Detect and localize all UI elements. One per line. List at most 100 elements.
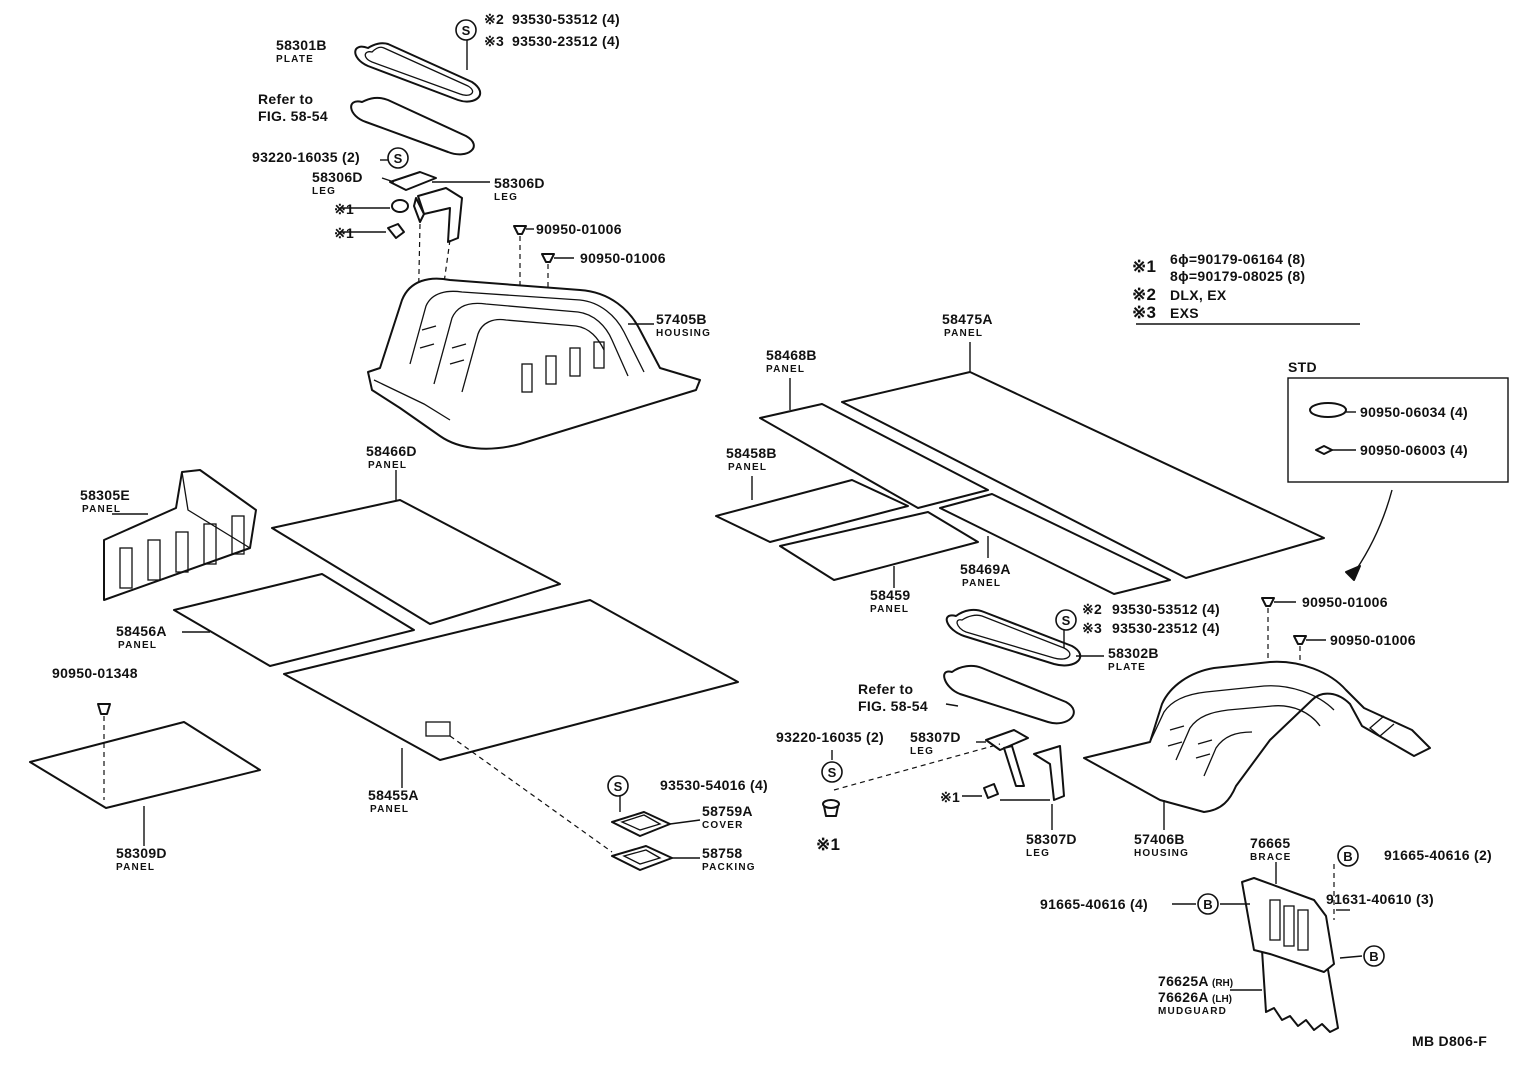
label-58306d-left-name: LEG [312, 186, 336, 197]
label-s1-pn2: 93530-53512 (4) [512, 11, 620, 27]
label-76625a-suffix: (RH) [1212, 978, 1233, 989]
plug-90950-06003-drawing [1315, 445, 1333, 455]
label-76665-name: BRACE [1250, 852, 1292, 863]
grommet-90950-d [1293, 635, 1307, 645]
label-58305e-name: PANEL [82, 504, 121, 515]
housing-57406b-drawing [1083, 660, 1431, 813]
label-58306d-right: 58306D [494, 175, 545, 191]
label-note1-b: ※1 [334, 225, 354, 241]
symbol-b-91665-left: B [1197, 893, 1219, 915]
svg-text:S: S [462, 23, 471, 38]
panel-58305e-drawing [103, 469, 257, 601]
std-title: STD [1288, 359, 1317, 375]
svg-text:B: B [1203, 897, 1212, 912]
std-box-frame [1287, 377, 1509, 483]
label-58468b: 58468B [766, 347, 817, 363]
brace-76665-drawing [1241, 877, 1335, 973]
label-90950-01348: 90950-01348 [52, 665, 138, 681]
label-s2-pn3: 93530-23512 (4) [1112, 620, 1220, 636]
label-58307d-top-name: LEG [910, 746, 934, 757]
label-58466d-name: PANEL [368, 460, 407, 471]
label-76625a: 76625A [1158, 973, 1209, 989]
symbol-s-right: S [1055, 609, 1077, 631]
label-91665-left: 91665-40616 (4) [1040, 896, 1148, 912]
label-mudguard-name: MUDGUARD [1158, 1006, 1227, 1017]
label-s1-pn3: 93530-23512 (4) [512, 33, 620, 49]
label-58306d-left: 58306D [312, 169, 363, 185]
svg-text:S: S [828, 765, 837, 780]
label-s2-pn2: 93530-53512 (4) [1112, 601, 1220, 617]
label-57406b: 57406B [1134, 831, 1185, 847]
label-57405b: 57405B [656, 311, 707, 327]
label-58759a-name: COVER [702, 820, 744, 831]
panel-58309d-drawing [29, 721, 261, 809]
label-91665-right: 91665-40616 (2) [1384, 847, 1492, 863]
label-76626a: 76626A [1158, 989, 1209, 1005]
label-58459: 58459 [870, 587, 910, 603]
label-refer-top-1: Refer to [258, 91, 313, 107]
label-91631: 91631-40610 (3) [1326, 891, 1434, 907]
label-58758-name: PACKING [702, 862, 756, 873]
panel-58466d-drawing [271, 499, 561, 625]
label-58302b: 58302B [1108, 645, 1159, 661]
std-item1: 90950-06034 (4) [1360, 404, 1468, 420]
panel-58475a-drawing [841, 371, 1325, 579]
label-93530-54016: 93530-54016 (4) [660, 777, 768, 793]
plate-58301b-drawing [354, 42, 481, 103]
label-58456a-name: PANEL [118, 640, 157, 651]
svg-text:S: S [614, 779, 623, 794]
panel-58469a-drawing [939, 493, 1171, 595]
label-refer-bot-2: FIG. 58-54 [858, 698, 928, 714]
cover-ref-bottom-drawing [943, 664, 1075, 725]
label-90950-c: 90950-01006 [1302, 594, 1388, 610]
packing-58758-drawing [611, 845, 673, 871]
label-58309d-name: PANEL [116, 862, 155, 873]
label-58455a-name: PANEL [370, 804, 409, 815]
diagram-code: MB D806-F [1412, 1033, 1487, 1049]
label-90950-d: 90950-01006 [1330, 632, 1416, 648]
label-s1-note2: ※2 [484, 11, 504, 27]
label-note1-d: ※1 [816, 835, 840, 854]
label-58301b-name: PLATE [276, 54, 314, 65]
symbol-b-91665-right: B [1337, 845, 1359, 867]
legend-note3-text: EXS [1170, 305, 1199, 321]
legend-note1-line2: 8ϕ=90179-08025 (8) [1170, 268, 1305, 284]
grommet-90950-a [513, 225, 527, 235]
housing-57405b-drawing [367, 277, 701, 450]
label-90950-b: 90950-01006 [580, 250, 666, 266]
grommet-90950-b [541, 253, 555, 263]
symbol-s-top: S [455, 19, 477, 41]
panel-58455a-drawing [283, 599, 739, 761]
panel-58459-drawing [779, 511, 979, 581]
leg-58307d-drawing [983, 729, 1065, 801]
leg-58306d-drawing [387, 171, 463, 243]
label-58301b: 58301B [276, 37, 327, 53]
label-93220-top: 93220-16035 (2) [252, 149, 360, 165]
label-93220-bottom: 93220-16035 (2) [776, 729, 884, 745]
label-58307d-bottom: 58307D [1026, 831, 1077, 847]
label-58466d: 58466D [366, 443, 417, 459]
label-s2-note3: ※3 [1082, 620, 1102, 636]
legend-note2-mark: ※2 [1132, 285, 1156, 304]
label-58458b-name: PANEL [728, 462, 767, 473]
label-76665: 76665 [1250, 835, 1290, 851]
symbol-s-93530-54016: S [607, 775, 629, 797]
label-58759a: 58759A [702, 803, 753, 819]
label-57406b-name: HOUSING [1134, 848, 1189, 859]
label-58468b-name: PANEL [766, 364, 805, 375]
label-58307d-top: 58307D [910, 729, 961, 745]
label-58302b-name: PLATE [1108, 662, 1146, 673]
label-58459-name: PANEL [870, 604, 909, 615]
svg-text:B: B [1369, 949, 1378, 964]
label-note1-a: ※1 [334, 201, 354, 217]
plate-58302b-drawing [945, 608, 1082, 667]
label-58309d: 58309D [116, 845, 167, 861]
std-item2: 90950-06003 (4) [1360, 442, 1468, 458]
grommet-90950-01348 [97, 703, 111, 715]
label-58475a-name: PANEL [944, 328, 983, 339]
bolt-note1-drawing [822, 799, 840, 817]
label-58456a: 58456A [116, 623, 167, 639]
panel-58456a-drawing [173, 573, 415, 667]
symbol-s-93220-top: S [387, 147, 409, 169]
